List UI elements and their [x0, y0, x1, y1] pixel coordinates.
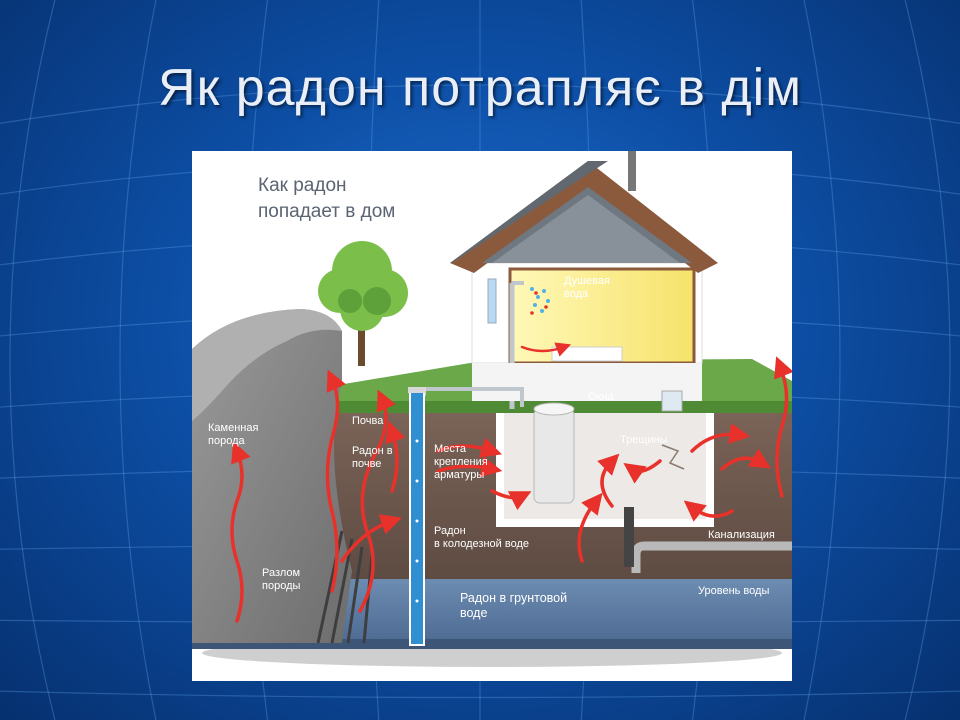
water-well	[409, 388, 425, 646]
radon-arrows	[230, 342, 792, 623]
label-rock-fault: Разлом породы	[262, 567, 301, 592]
label-sewer: Канализация	[708, 529, 775, 541]
label-radon-well-water: Радон в колодезной воде	[434, 525, 529, 550]
basement-window	[661, 390, 683, 412]
label-shower-water: Душевая вода	[564, 275, 610, 300]
basement-wall-right	[706, 413, 714, 525]
label-soil: Почва	[352, 415, 384, 427]
basement-wall-left	[496, 413, 504, 525]
stone-rock	[192, 309, 352, 643]
tree-trunk	[358, 316, 365, 366]
roof-trim	[450, 161, 718, 273]
label-windows: Окна	[588, 391, 614, 403]
bathtub	[551, 346, 623, 362]
window	[487, 278, 497, 324]
water-tank	[533, 408, 575, 504]
label-radon-groundwater: Радон в грунтовой воде	[460, 591, 568, 620]
basement-floor	[496, 519, 714, 527]
label-fittings: Места крепления арматуры	[434, 443, 488, 481]
sewer-pipe	[631, 541, 792, 573]
drain-pipe	[624, 507, 634, 567]
label-water-level: Уровень воды	[698, 585, 770, 597]
diagram-heading: Как радон попадает в дом	[258, 175, 396, 222]
rock-fault-cracks	[316, 530, 374, 644]
label-stone-rock: Каменная порода	[208, 422, 259, 447]
label-radon-in-soil: Радон в почве	[352, 445, 393, 470]
chimney	[628, 151, 636, 191]
shower-spray	[530, 287, 550, 313]
wall-crack	[661, 444, 685, 470]
tree-crown	[318, 241, 408, 331]
slide-title: Як радон потрапляє в дім	[158, 59, 802, 117]
radon-diagram: Как радон попадает в дом Душевая вода Ок…	[192, 151, 792, 681]
diagram-illustration	[192, 151, 792, 667]
label-cracks: Трещины	[620, 434, 668, 446]
